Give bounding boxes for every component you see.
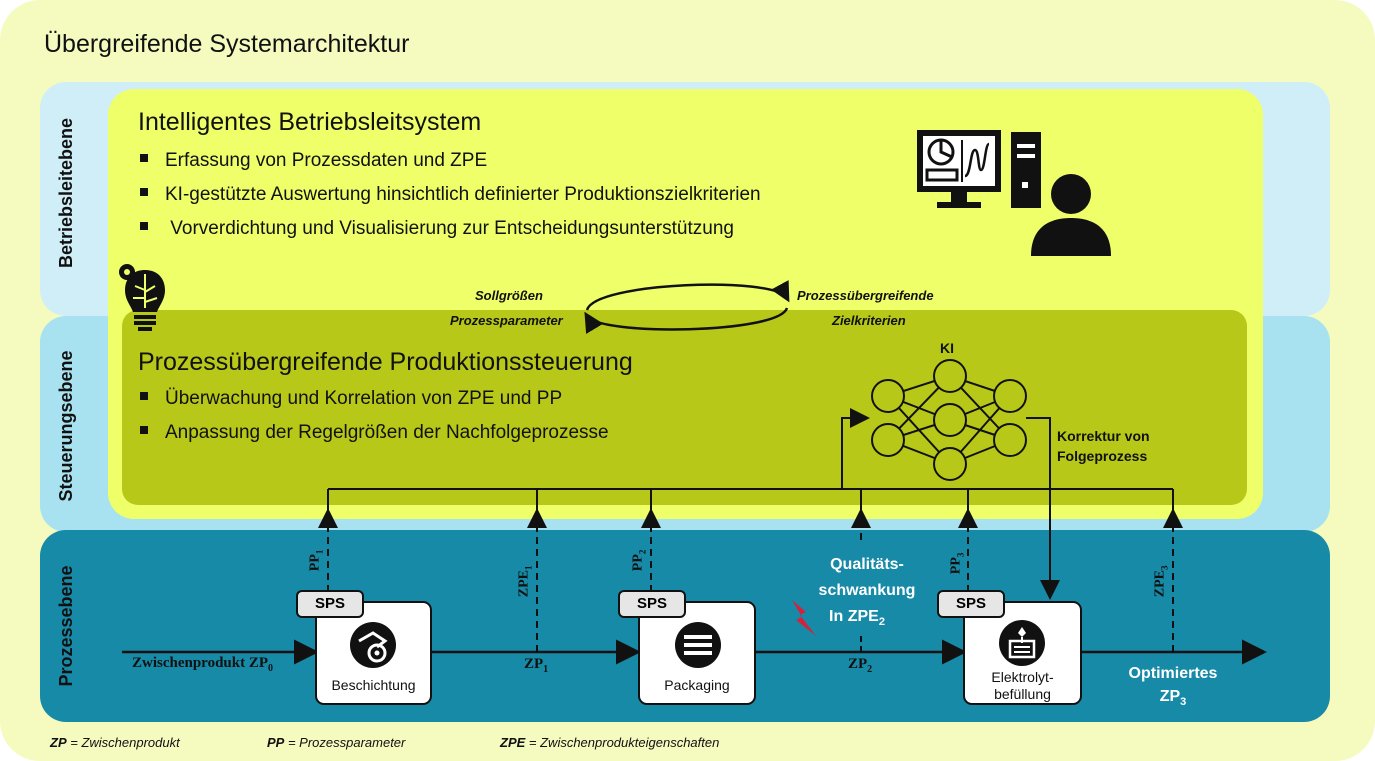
sps-badge: SPS <box>296 590 364 618</box>
legend-item-zp: ZP = Zwischenprodukt <box>50 735 180 750</box>
bullet-square-icon <box>140 425 148 434</box>
electrolyte-icon <box>999 620 1045 666</box>
step-label-packaging: Packaging <box>664 677 730 693</box>
control-box <box>122 310 1247 505</box>
correction-label: Korrektur von Folgeprozess <box>1057 428 1150 464</box>
zp1-label: ZP1 <box>524 656 549 675</box>
quality-zpe2-label: In ZPE2 <box>829 608 885 629</box>
main-title: Übergreifende Systemarchitektur <box>44 30 410 58</box>
legend-item-pp: PP = Prozessparameter <box>267 735 406 750</box>
mes-bullet: Vorverdichtung und Visualisierung zur En… <box>140 218 761 252</box>
quality-fluctuation-label: Qualitäts- schwankung <box>818 556 916 599</box>
sps-badge: SPS <box>937 590 1005 618</box>
pp3-label: PP3 <box>948 552 966 575</box>
lightning-icon <box>792 600 816 636</box>
mes-bullet-list: Erfassung von Prozessdaten und ZPE KI-ge… <box>140 150 761 252</box>
control-bullet: Überwachung und Korrelation von ZPE und … <box>140 388 609 422</box>
control-bullet-list: Überwachung und Korrelation von ZPE und … <box>140 388 609 456</box>
zp2-label: ZP2 <box>848 656 873 675</box>
ki-label: KI <box>940 340 954 356</box>
step-label-elektrolytbefuellung: Elektrolyt- befüllung <box>991 669 1054 702</box>
bullet-square-icon <box>140 153 148 162</box>
packaging-icon <box>675 622 721 668</box>
workstation-icon <box>917 130 1111 256</box>
legend-item-zpe: ZPE = Zwischenprodukteigenschaften <box>500 735 720 750</box>
bullet-square-icon <box>140 391 148 400</box>
step-label-beschichtung: Beschichtung <box>331 677 416 693</box>
target-cycle-arrows <box>584 280 790 335</box>
coating-icon <box>350 622 396 668</box>
mes-title: Intelligentes Betriebsleitsystem <box>138 108 482 136</box>
neural-network-icon <box>871 359 1027 481</box>
zpe3-label: ZPE3 <box>1152 565 1170 598</box>
bullet-square-icon <box>140 221 148 230</box>
input-label-zp0: Zwischenprodukt ZP0 <box>132 655 274 674</box>
bullet-square-icon <box>140 187 148 196</box>
control-bullet: Anpassung der Regelgrößen der Nachfolgep… <box>140 422 609 456</box>
ai-brain-icon <box>119 264 165 331</box>
output-label: Optimiertes ZP3 <box>1128 665 1218 709</box>
zpe1-label: ZPE1 <box>516 565 534 598</box>
mes-bullet: KI-gestützte Auswertung hinsichtlich def… <box>140 184 761 218</box>
pp2-label: PP2 <box>630 549 648 572</box>
mes-bullet: Erfassung von Prozessdaten und ZPE <box>140 150 761 184</box>
pp1-label: PP1 <box>307 549 325 572</box>
cycle-label-prozessuebergreifende: Prozessübergreifende <box>797 288 934 303</box>
cycle-label-prozessparameter: Prozessparameter <box>450 313 563 328</box>
cycle-label-sollgroessen: Sollgrößen <box>475 288 543 303</box>
control-title: Prozessübergreifende Produktionssteuerun… <box>138 348 633 376</box>
sps-badge: SPS <box>618 590 686 618</box>
cycle-label-zielkriterien: Zielkriterien <box>832 313 906 328</box>
